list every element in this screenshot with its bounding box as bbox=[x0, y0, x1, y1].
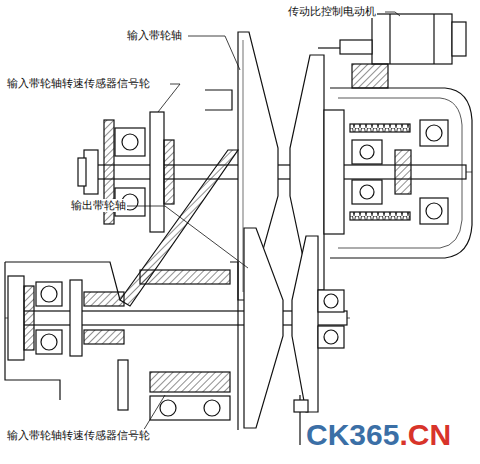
part-label: 传动比控制电动机 bbox=[287, 5, 377, 18]
part-label: 输出带轮轴 bbox=[70, 199, 127, 212]
part-label: 输入带轮轴转速传感器信号轮 bbox=[6, 77, 151, 90]
part-label: 输入带轮轴 bbox=[126, 29, 183, 42]
watermark: .CN bbox=[399, 420, 451, 450]
part-label: 输入带轮轴转速传感器信号轮 bbox=[6, 429, 151, 442]
watermark: CK365 bbox=[306, 420, 399, 450]
